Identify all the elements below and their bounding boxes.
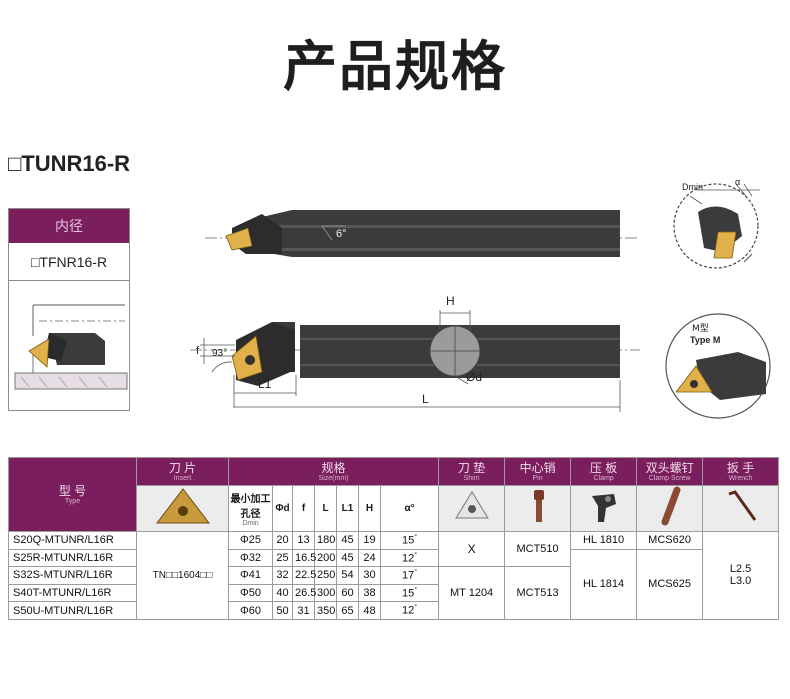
type-m-cn-label: M型 [692,323,709,334]
dim-f-label: f [196,345,200,357]
shim-group-2: MT 1204 [438,566,506,620]
th-f: f [292,485,315,532]
bore-illustration [14,304,128,390]
table-row: S50U-MTUNR/L16R Φ60 50 31 350 65 48 12° [8,601,779,620]
type-card-header: 内径 [9,209,129,243]
wrench-cell: L2.5 L3.0 [702,531,780,620]
type-card: 内径 □TFNR16-R [8,208,130,411]
tool-drawing: 6° H f 93° L1 L Ød [190,177,771,419]
type-m-detail [665,313,771,419]
pin-image [504,485,572,532]
table-row: S25R-MTUNR/L16R Φ32 25 16.5 200 45 24 12… [8,548,779,620]
th-size: 规格 Size(mm) [227,457,440,486]
insert-image [136,485,229,532]
model-heading: □TUNR16-R [8,151,131,176]
th-dmin: 最小加工孔径 Dmin [228,485,273,532]
dim-l-label: L [422,392,429,406]
th-clamp-screw: 双头螺钉 Clamp Screw [636,457,704,486]
type-m-en-label: Type M [690,335,720,345]
dmin-detail [673,183,760,269]
th-shim: 刀 垫 Shim [438,457,506,486]
shim-group-1: X [438,530,506,568]
table-row: S40T-MTUNR/L16R Φ50 40 26.5 300 60 38 15… [8,583,779,603]
dim-angle-label: 93° [212,348,227,359]
screw-group-2: MCS625 [636,548,704,620]
table-row: S32S-MTUNR/L16R Φ41 32 22.5 250 54 30 17… [8,566,779,620]
th-pin: 中心销 Pin [504,457,572,486]
th-insert: 刀 片 Insert [136,457,229,486]
th-d: Φd [272,485,293,532]
insert-code: TN□□1604□□ [136,531,229,620]
dim-h-label: H [446,294,455,308]
boring-bar-side-view [190,310,640,412]
alpha-label: α [735,177,740,187]
dim-l1-label: L1 [258,377,272,391]
clamp-screw-image [636,485,704,532]
pin-group-1: MCT510 [504,530,572,568]
dim-d-label: Ød [466,370,482,384]
spec-table: 型 号 Type 刀 片 Insert 规格 Size(mm) 刀 垫 Shim… [8,457,780,620]
type-card-code: □TFNR16-R [9,244,129,281]
wrench-image [702,485,780,532]
screw-group-1: MCS620 [636,531,704,550]
th-clamp: 压 板 Clamp [570,457,638,486]
th-h: H [358,485,381,532]
clamp-group-1: HL 1810 [570,531,638,550]
clamp-group-2: HL 1814 [570,548,638,620]
table-row: S20Q-MTUNR/L16R TN□□1604□□ Φ25 20 13 180… [8,530,780,620]
th-model: 型 号 Type [8,457,137,532]
pin-group-2: MCT513 [504,566,572,620]
th-l1: L1 [336,485,359,532]
th-alpha: α° [379,485,440,532]
clamp-image [570,485,638,532]
th-wrench: 扳 手 Wrench [702,457,780,486]
th-l: L [314,485,337,532]
dmin-label: Dmin [682,182,703,192]
angle-top-label: 6° [336,228,347,240]
shim-image [438,485,506,532]
boring-bar-top-view [205,210,640,257]
page-title: 产品规格 [283,35,507,98]
